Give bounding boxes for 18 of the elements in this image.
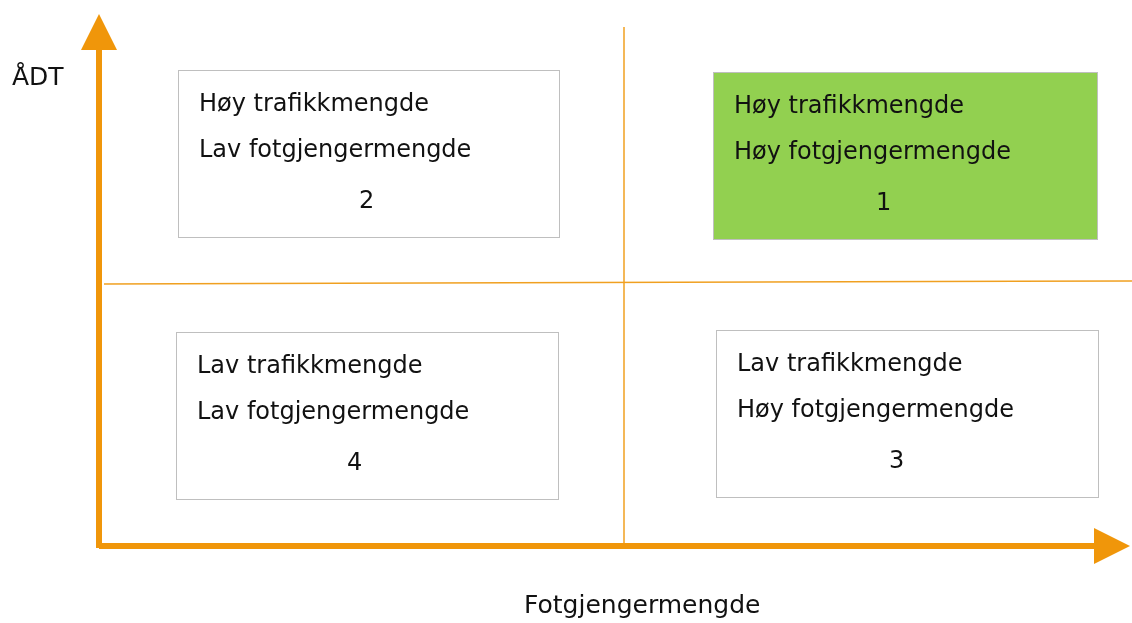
category-label: Lav trafikkmengde	[197, 351, 423, 379]
quadrant-box	[178, 70, 560, 238]
quadrant-box	[176, 332, 559, 500]
category-label: Høy trafikkmengde	[734, 91, 965, 119]
quadrant-number: 4	[347, 448, 363, 476]
category-label: Lav fotgjengermengde	[199, 135, 472, 163]
quadrant-number: 1	[876, 188, 892, 216]
category-label: Høy trafikkmengde	[199, 89, 430, 117]
axis-title: ÅDT	[12, 62, 64, 91]
quadrant-box	[716, 330, 1099, 498]
category-label: Høy fotgjengermengde	[737, 395, 1015, 423]
category-label: Lav fotgjengermengde	[197, 397, 470, 425]
category-label: Lav trafikkmengde	[737, 349, 963, 377]
quadrant-number: 2	[359, 186, 375, 214]
quadrant-number: 3	[889, 446, 905, 474]
axis-title: Fotgjengermengde	[524, 590, 761, 619]
quadrant-box	[713, 72, 1098, 240]
category-label: Høy fotgjengermengde	[734, 137, 1012, 165]
